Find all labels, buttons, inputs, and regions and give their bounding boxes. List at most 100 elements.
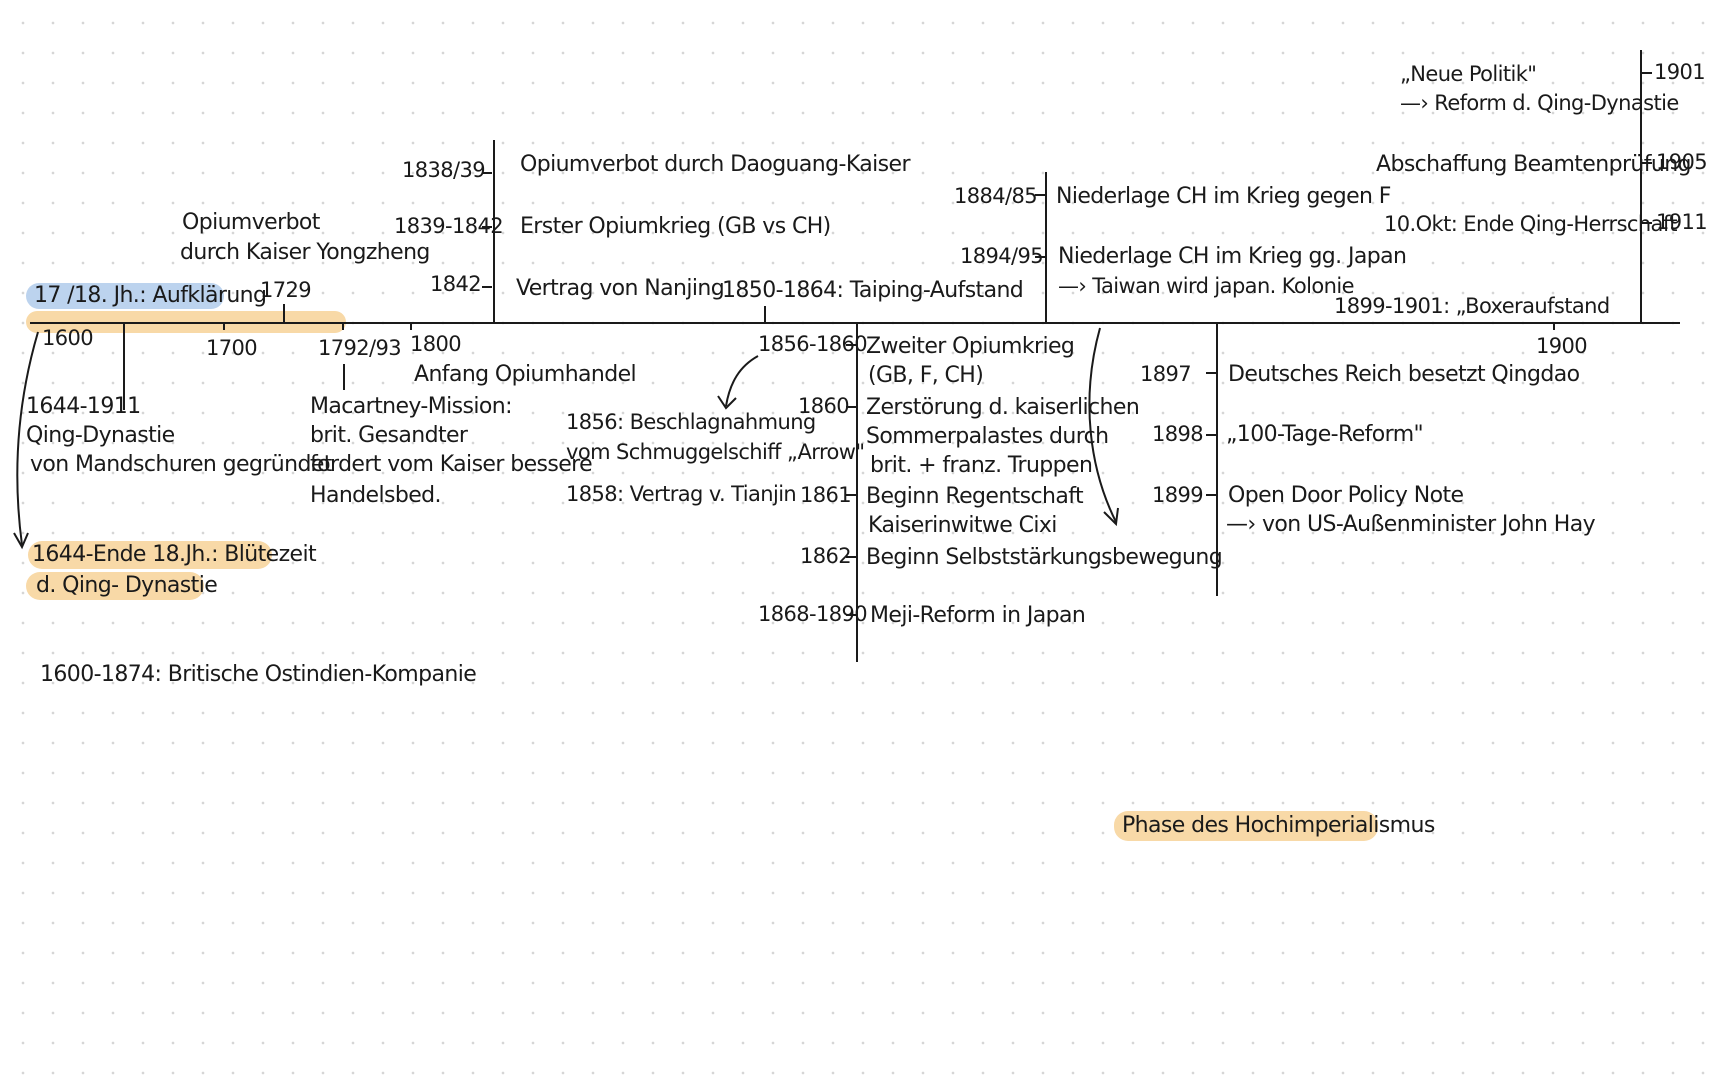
- year-1899: 1899: [1152, 483, 1204, 507]
- event-1897: Deutsches Reich besetzt Qingdao: [1228, 362, 1580, 387]
- year-1897: 1897: [1140, 362, 1192, 386]
- tick-h-1861: [846, 494, 856, 496]
- event-1839: Erster Opiumkrieg (GB vs CH): [520, 214, 831, 239]
- qing-desc-line2: von Mandschuren gegründet: [30, 452, 332, 477]
- phase-label: Phase des Hochimperialismus: [1122, 813, 1435, 838]
- event-1860-line3: brit. + franz. Truppen: [870, 453, 1093, 478]
- tick-h-1899: [1206, 494, 1216, 496]
- event-1842: Vertrag von Nanjing: [516, 276, 725, 301]
- upper-right-group-line: [1045, 172, 1047, 322]
- event-1868: Meji-Reform in Japan: [870, 603, 1086, 628]
- arrow-down-1884: [1088, 327, 1117, 523]
- tick-1800: [410, 322, 412, 330]
- phase-highlight: [1114, 811, 1378, 841]
- year-1898: 1898: [1152, 422, 1204, 446]
- tick-h-1911: [1642, 222, 1652, 224]
- qing-desc-line1: Qing-Dynastie: [26, 423, 175, 448]
- year-1894: 1894/95: [960, 244, 1044, 268]
- tick-1700: [223, 322, 225, 330]
- event-1838: Opiumverbot durch Daoguang-Kaiser: [520, 152, 911, 177]
- opiumverbot-line2: durch Kaiser Yongzheng: [180, 240, 430, 265]
- macartney-line3: fordert vom Kaiser bessere: [310, 452, 593, 477]
- far-right-group-line: [1640, 50, 1642, 322]
- tick-h-1838: [482, 172, 492, 174]
- arrow-to-arrow-event: [725, 355, 759, 407]
- year-1900: 1900: [1536, 334, 1588, 358]
- neue-politik-line2: —› Reform d. Qing-Dynastie: [1400, 91, 1679, 115]
- event-1860-line2: Sommerpalastes durch: [866, 424, 1109, 449]
- beamten-label: Abschaffung Beamtenprüfung: [1376, 152, 1692, 177]
- tick-h-1894: [1035, 256, 1045, 258]
- neue-politik-line1: „Neue Politik": [1400, 62, 1537, 86]
- arrow-line2: vom Schmuggelschiff „Arrow": [566, 440, 865, 464]
- tick-h-1897: [1206, 372, 1216, 374]
- year-1861: 1861: [800, 483, 852, 507]
- year-1911: 1911: [1656, 210, 1708, 234]
- arrow-1600-to-bluetezeit: [16, 331, 39, 546]
- event-1862: Beginn Selbststärkungsbewegung: [866, 545, 1223, 570]
- tick-1729: [283, 304, 285, 322]
- event-1899-line1: Open Door Policy Note: [1228, 483, 1464, 508]
- ende-qing-label: 10.Okt: Ende Qing-Herrschaft: [1384, 212, 1677, 236]
- event-1899-line2: —› von US-Außenminister John Hay: [1226, 512, 1596, 537]
- year-1868: 1868-1890: [758, 602, 868, 626]
- tick-1850: [764, 306, 766, 322]
- bluetezeit-line1: 1644-Ende 18.Jh.: Blütezeit: [32, 542, 317, 567]
- event-1894-line2: —› Taiwan wird japan. Kolonie: [1058, 274, 1355, 298]
- tick-1644: [123, 322, 125, 410]
- year-1729: 1729: [260, 278, 312, 302]
- year-1838: 1838/39: [402, 158, 486, 182]
- year-1862: 1862: [800, 544, 852, 568]
- bluetezeit-highlight-2: [26, 572, 204, 600]
- tick-h-1898: [1206, 434, 1216, 436]
- qing-years: 1644-1911: [26, 394, 141, 419]
- tick-h-1868: [846, 614, 856, 616]
- year-1901: 1901: [1654, 60, 1706, 84]
- event-1856-line1: Zweiter Opiumkrieg: [866, 334, 1075, 359]
- tick-h-1839: [482, 226, 492, 228]
- event-1860-line1: Zerstörung d. kaiserlichen: [866, 395, 1140, 420]
- tick-1792-desc: [343, 364, 345, 390]
- year-1842: 1842: [430, 272, 482, 296]
- main-timeline-axis: [30, 322, 1680, 324]
- event-1898: „100-Tage-Reform": [1226, 422, 1424, 447]
- tick-h-1860: [846, 406, 856, 408]
- tick-h-1842: [482, 286, 492, 288]
- event-1861-line2: Kaiserinwitwe Cixi: [868, 513, 1057, 538]
- opiumverbot-line1: Opiumverbot: [182, 210, 320, 235]
- event-1861-line1: Beginn Regentschaft: [866, 484, 1084, 509]
- bluetezeit-line2: d. Qing- Dynastie: [36, 573, 218, 598]
- aufklaerung-highlight: [26, 283, 224, 309]
- lower-right-group-line: [1216, 322, 1218, 596]
- opium-group-line: [493, 140, 495, 322]
- event-1856-line2: (GB, F, CH): [868, 363, 984, 388]
- tick-h-1905: [1642, 162, 1652, 164]
- tick-h-1856: [846, 344, 856, 346]
- event-1894-line1: Niederlage CH im Krieg gg. Japan: [1058, 244, 1407, 269]
- event-1884: Niederlage CH im Krieg gegen F: [1056, 184, 1391, 209]
- tick-h-1862: [846, 556, 856, 558]
- taiping-label: 1850-1864: Taiping-Aufstand: [722, 278, 1024, 303]
- tick-h-1884: [1035, 194, 1045, 196]
- bluetezeit-highlight-1: [28, 541, 272, 569]
- macartney-line4: Handelsbed.: [310, 483, 442, 508]
- ostindien-label: 1600-1874: Britische Ostindien-Kompanie: [40, 662, 477, 687]
- aufklaerung-label: 17 /18. Jh.: Aufklärung: [34, 283, 267, 308]
- tick-1792: [342, 322, 344, 330]
- year-1700: 1700: [206, 336, 258, 360]
- opiumhandel-label: Anfang Opiumhandel: [414, 362, 637, 387]
- year-1884: 1884/85: [954, 184, 1038, 208]
- tick-h-1901: [1642, 72, 1652, 74]
- year-1856: 1856-1860: [758, 332, 868, 356]
- year-1860: 1860: [798, 394, 850, 418]
- year-1905: 1905: [1656, 150, 1708, 174]
- boxer-label: 1899-1901: „Boxeraufstand: [1334, 294, 1610, 318]
- year-1800: 1800: [410, 332, 462, 356]
- macartney-line1: Macartney-Mission:: [310, 394, 513, 419]
- year-1792: 1792/93: [318, 336, 402, 360]
- arrow-line1: 1856: Beschlagnahmung: [566, 410, 816, 434]
- macartney-line2: brit. Gesandter: [310, 423, 468, 448]
- tick-1900: [1553, 322, 1555, 330]
- mid-group-line: [856, 322, 858, 662]
